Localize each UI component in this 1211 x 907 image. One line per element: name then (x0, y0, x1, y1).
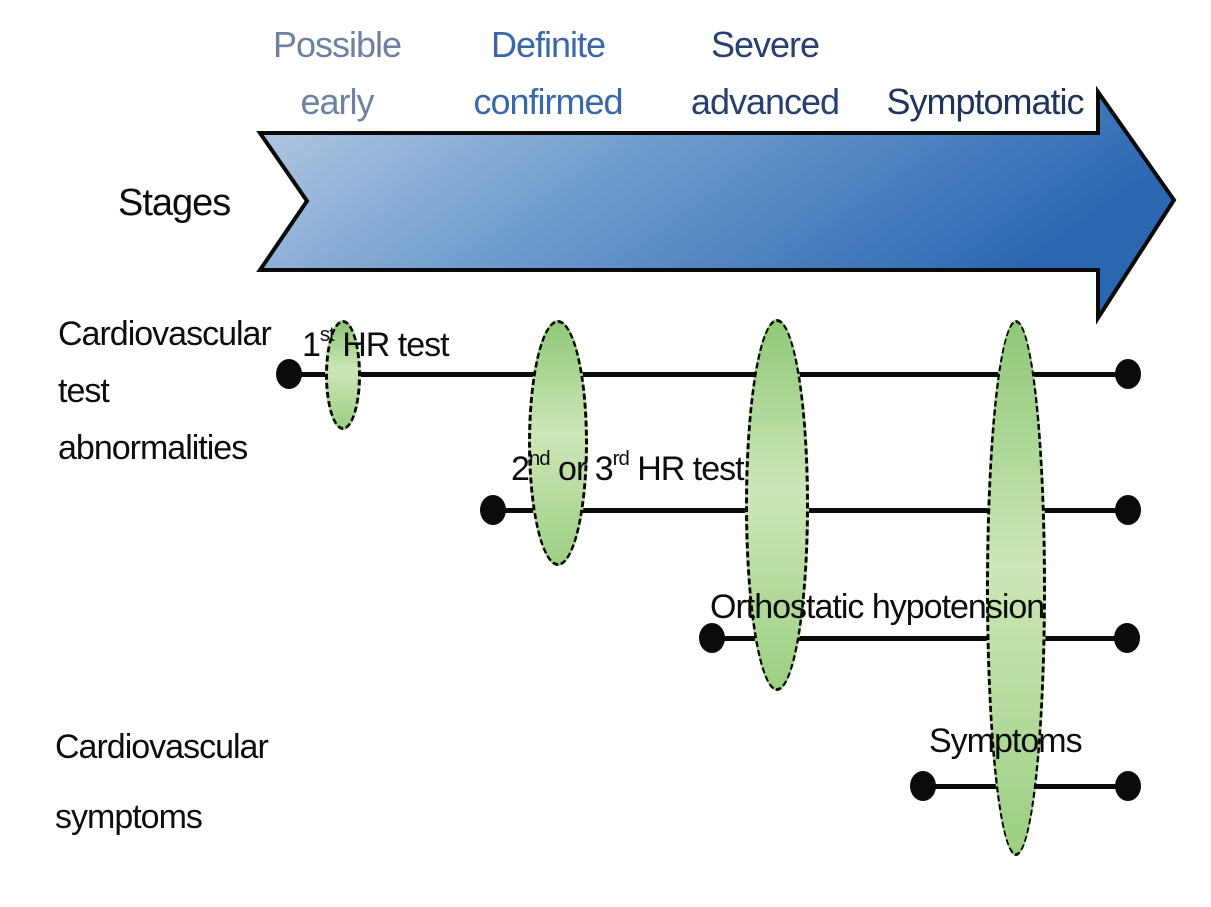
stages-axis-label: Stages (118, 182, 231, 224)
label-text: 1 (302, 326, 321, 364)
timeline-orthostatic-hypotension-start-dot (699, 623, 725, 653)
timeline-orthostatic-hypotension-line (712, 636, 1127, 641)
highlight-ellipse-orthostatic (745, 319, 809, 691)
timeline-symptoms-start-dot (910, 771, 936, 801)
timeline-first-hr-test-label: 1st HR test (302, 323, 450, 365)
timeline-second-third-hr-test-start-dot (480, 495, 506, 525)
timeline-first-hr-test-line (289, 372, 1128, 377)
ordinal-superscript: st (319, 323, 335, 346)
stages-arrow-shape (256, 85, 1177, 325)
timeline-first-hr-test-start-dot (276, 359, 302, 389)
timeline-orthostatic-hypotension-end-dot (1114, 623, 1140, 653)
timeline-orthostatic-hypotension-label: Orthostatic hypotension (710, 588, 1045, 626)
stage-label-symptomatic: Symptomatic (886, 81, 1084, 122)
highlight-ellipse-second-third-hr-test (528, 320, 588, 566)
timeline-symptoms-label: Symptoms (929, 722, 1083, 760)
stage-label-possible-early: Possible early (272, 24, 402, 122)
timeline-second-third-hr-test-label: 2nd or 3rd HR test (511, 447, 745, 489)
highlight-ellipse-symptomatic (986, 320, 1046, 856)
label-text: or 3 (549, 450, 614, 488)
highlight-ellipse-first-hr-test (325, 320, 361, 430)
label-text: HR test (628, 450, 744, 488)
timeline-second-third-hr-test-end-dot (1115, 495, 1141, 525)
ordinal-superscript: nd (528, 447, 551, 470)
row-label-symptoms: Cardiovascular symptoms (55, 728, 269, 836)
stage-label-severe-advanced: Severe advanced (690, 24, 840, 122)
timeline-first-hr-test-end-dot (1115, 359, 1141, 389)
timeline-second-third-hr-test-line (493, 508, 1128, 513)
label-text: HR test (333, 326, 449, 364)
stage-label-definite-confirmed: Definite confirmed (473, 24, 623, 122)
row-label-test-abnormalities: Cardiovascular test abnormalities (58, 315, 272, 467)
label-text: 2 (511, 450, 530, 488)
timeline-symptoms-end-dot (1115, 771, 1141, 801)
ordinal-superscript: rd (612, 447, 630, 470)
